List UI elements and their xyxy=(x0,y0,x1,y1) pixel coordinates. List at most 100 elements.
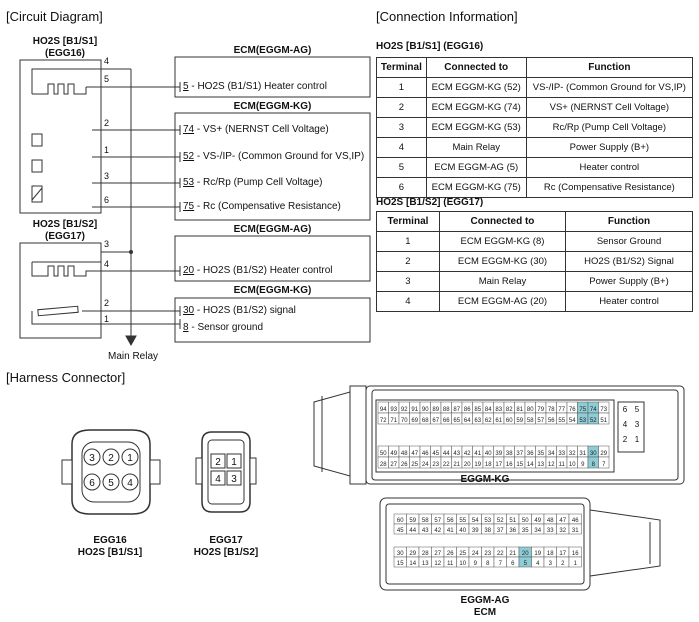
connector-pin-number: 41 xyxy=(447,528,454,534)
ecm-pin-text: 20 - HO2S (B1/S2) Heater control xyxy=(183,265,333,276)
connector-pin-number: 21 xyxy=(453,462,460,468)
circuit-wiring: 4 5 2 1 3 6 3 4 2 1 xyxy=(19,56,371,347)
connector-pin-number: 68 xyxy=(422,418,429,424)
connector-pin-number: 7 xyxy=(602,462,606,468)
connector-pin-number: 39 xyxy=(472,528,479,534)
connector-pin-number: 84 xyxy=(485,407,492,413)
connector-pin-number: 58 xyxy=(422,518,429,524)
connector-pin-number: 36 xyxy=(509,528,516,534)
connector-pin-number: 22 xyxy=(443,462,450,468)
connector-pin-number: 42 xyxy=(464,451,471,457)
table2-title: HO2S [B1/S2] (EGG17) xyxy=(376,197,484,208)
connector-pin-number: 5 xyxy=(524,561,528,567)
ecm-ag-heading-1: ECM(EGGM-AG) xyxy=(233,45,312,56)
connector-pin-number: 22 xyxy=(497,551,504,557)
wire-pin-label: 1 xyxy=(104,145,109,155)
connector-pin-number: 24 xyxy=(472,551,479,557)
connector-pin-number: 54 xyxy=(569,418,576,424)
connector-pin-number: 10 xyxy=(569,462,576,468)
relay-junction xyxy=(129,250,133,254)
connector-pin-number: 1 xyxy=(574,561,578,567)
connector-pin-number: 39 xyxy=(495,451,502,457)
main-relay-bus xyxy=(101,69,132,253)
connector-pin-number: 8 xyxy=(592,462,596,468)
connector-pin-number: 94 xyxy=(380,407,387,413)
ecm-pin-text: 5 - HO2S (B1/S1) Heater control xyxy=(183,81,327,92)
connector-pin-number: 27 xyxy=(434,551,441,557)
connector-pin-number: 14 xyxy=(527,462,534,468)
connector-pin-number: 60 xyxy=(506,418,513,424)
ecm-kg-heading-1: ECM(EGGM-KG) xyxy=(233,101,312,112)
sensor2-name: HO2S [B1/S2] xyxy=(32,219,98,230)
connector-pin-number: 15 xyxy=(516,462,523,468)
connector-pin-number: 11 xyxy=(447,561,454,567)
connector-pin-number: 9 xyxy=(474,561,478,567)
connector-pin-number: 28 xyxy=(422,551,429,557)
connector-pin-number: 52 xyxy=(497,518,504,524)
connector-pin-number: 49 xyxy=(534,518,541,524)
eggm-ag-sublabel: ECM xyxy=(473,607,497,618)
connector-pin-number: 30 xyxy=(590,451,597,457)
connector-pin-number: 53 xyxy=(484,518,491,524)
connector-pin-number: 69 xyxy=(411,418,418,424)
ecm-pin-text: 74 - VS+ (NERNST Cell Voltage) xyxy=(183,124,329,135)
connector-pin-number: 13 xyxy=(537,462,544,468)
connector-pin-number: 48 xyxy=(547,518,554,524)
connector-pin-number: 57 xyxy=(537,418,544,424)
egg17-pin: 2 xyxy=(215,457,221,468)
sensor2-box xyxy=(19,242,102,339)
connector-pin-number: 55 xyxy=(558,418,565,424)
wire-pin-label: 2 xyxy=(104,298,109,308)
ecm-pin-text: 30 - HO2S (B1/S2) signal xyxy=(183,305,296,316)
connector-pin-number: 10 xyxy=(459,561,466,567)
connector-pin-number: 27 xyxy=(390,462,397,468)
connector-pin-number: 33 xyxy=(547,528,554,534)
connector-pin-number: 36 xyxy=(527,451,534,457)
connector-pin-number: 34 xyxy=(548,451,555,457)
ecm-pin-text: 75 - Rc (Compensative Resistance) xyxy=(183,201,341,212)
wire-pin-label: 1 xyxy=(104,314,109,324)
connector-pin-number: 20 xyxy=(464,462,471,468)
ecm-pin-text: 53 - Rc/Rp (Pump Cell Voltage) xyxy=(183,177,323,188)
connector-pin-number: 32 xyxy=(559,528,566,534)
egg17-pin: 3 xyxy=(231,474,237,485)
wire-pin-label: 3 xyxy=(104,171,109,181)
connector-pin-number: 73 xyxy=(600,407,607,413)
connector-pin-number: 59 xyxy=(516,418,523,424)
connector-pin-number: 56 xyxy=(548,418,555,424)
connector-pin-number: 3 xyxy=(549,561,553,567)
connector-pin-number: 83 xyxy=(495,407,502,413)
eggm-kg-connector xyxy=(313,385,685,485)
connector-pin-number: 32 xyxy=(569,451,576,457)
connector-pin-number: 59 xyxy=(409,518,416,524)
egg17-pin: 1 xyxy=(231,457,237,468)
connector-pin-number: 26 xyxy=(401,462,408,468)
connector-pin-cell xyxy=(568,523,582,535)
connector-pin-number: 11 xyxy=(559,462,566,468)
kg-side-pin: 6 xyxy=(623,405,628,414)
connector-pin-number: 42 xyxy=(434,528,441,534)
connector-pin-number: 34 xyxy=(534,528,541,534)
connector-pin-number: 66 xyxy=(443,418,450,424)
connector-pin-number: 45 xyxy=(432,451,439,457)
wire-pin-label: 5 xyxy=(104,74,109,84)
table1-title: HO2S [B1/S1] (EGG16) xyxy=(376,41,484,52)
connector-pin-number: 57 xyxy=(434,518,441,524)
connector-pin-number: 26 xyxy=(447,551,454,557)
connector-pin-number: 41 xyxy=(474,451,481,457)
connector-pin-number: 55 xyxy=(459,518,466,524)
egg16-sublabel: HO2S [B1/S1] xyxy=(77,547,143,558)
connector-pin-number: 51 xyxy=(509,518,516,524)
connector-pin-number: 89 xyxy=(432,407,439,413)
ecm-kg-box-1 xyxy=(174,112,371,221)
egg17-sublabel: HO2S [B1/S2] xyxy=(193,547,259,558)
connector-pin-number: 31 xyxy=(572,528,579,534)
connector-pin-number: 65 xyxy=(453,418,460,424)
kg-side-pin: 5 xyxy=(635,405,640,414)
